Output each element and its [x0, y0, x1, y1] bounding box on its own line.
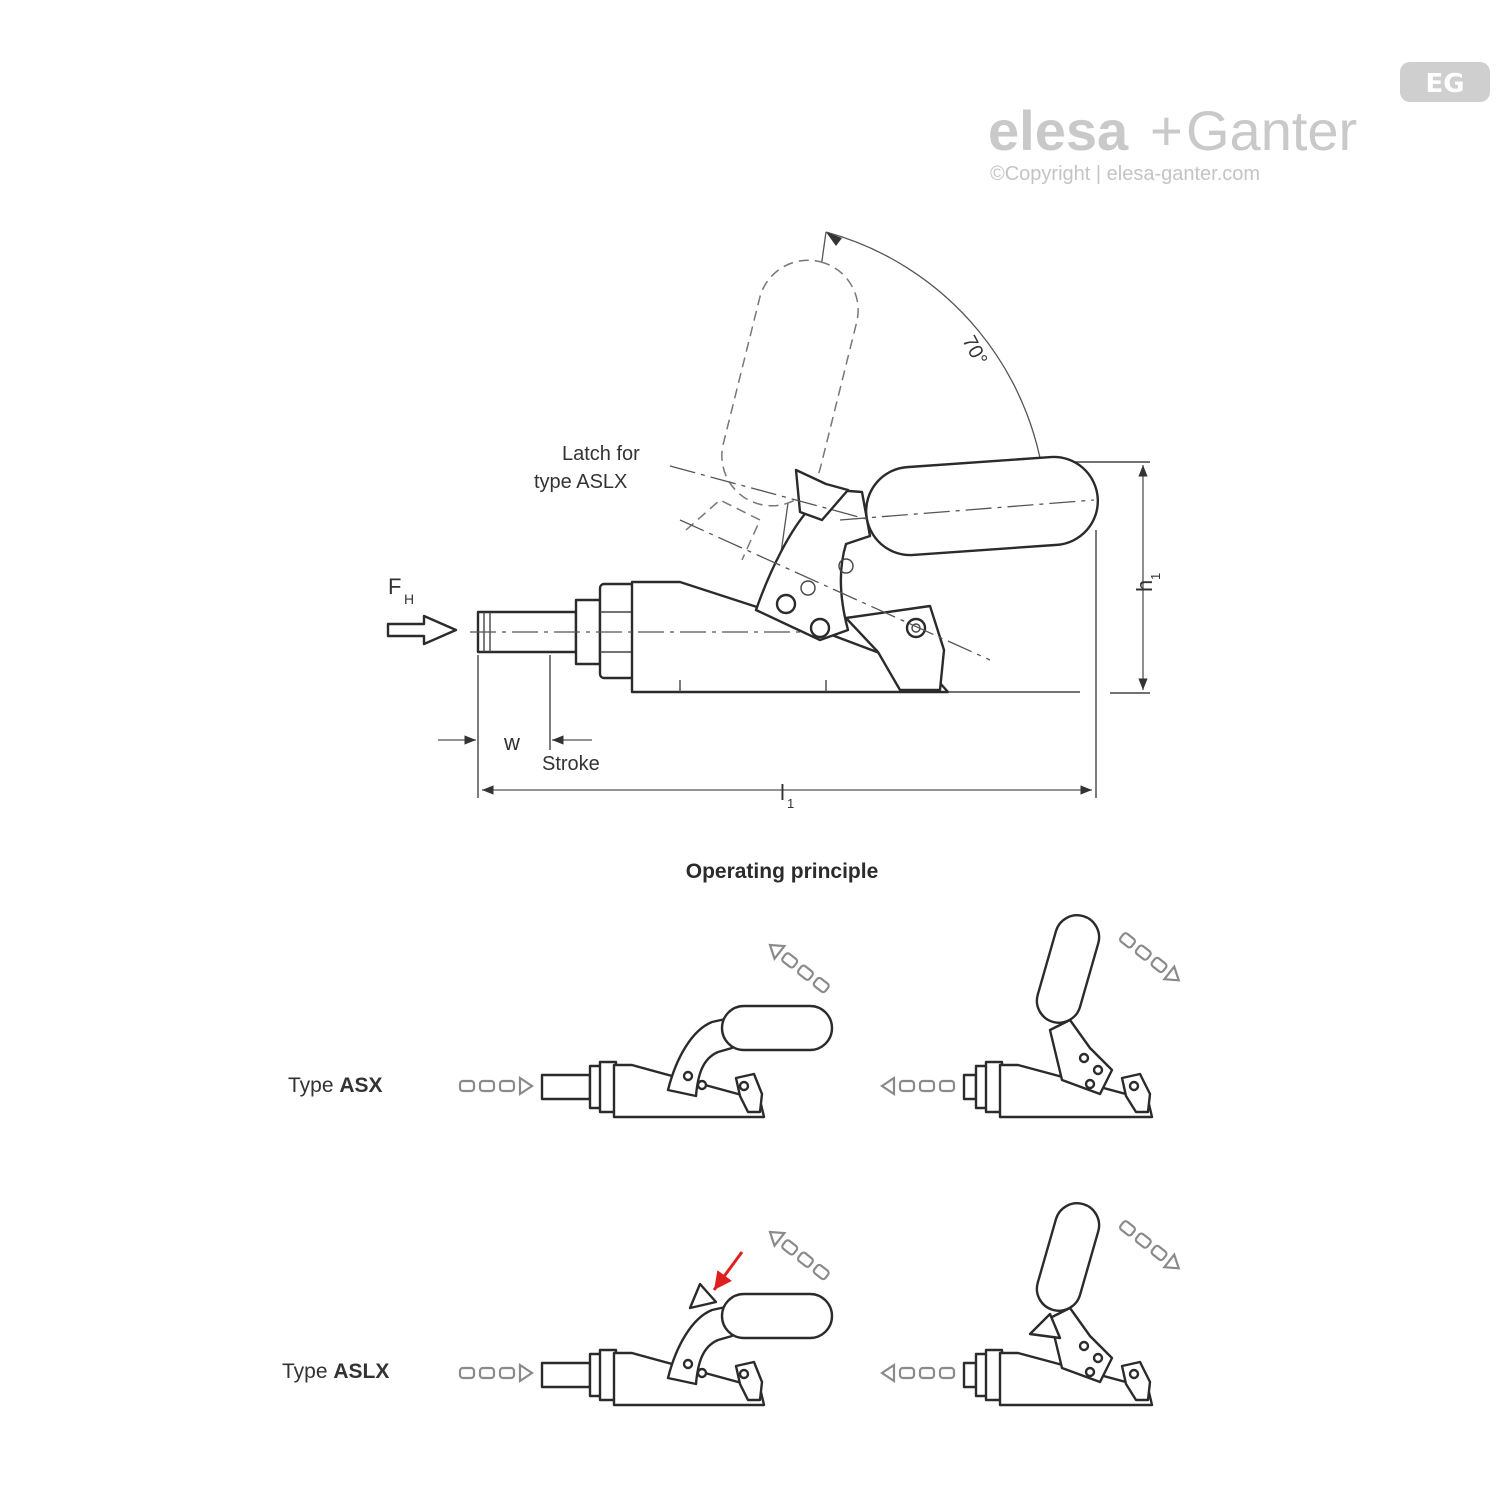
force-arrow: [386, 614, 458, 646]
operating-principle-title: Operating principle: [686, 860, 879, 883]
motion-arrow-back: [880, 1363, 956, 1383]
row-type-aslx: Type ASLX: [282, 1196, 1185, 1407]
logo-brand-elesa: elesa: [988, 99, 1129, 162]
force-label: F: [388, 574, 401, 599]
logo-copyright: ©Copyright | elesa-ganter.com: [990, 163, 1260, 185]
latch-label-line2: type ASLX: [534, 471, 627, 493]
raised-handle-ghost: [685, 259, 859, 561]
eg-badge: [1400, 62, 1490, 102]
latch-label-line1: Latch for: [562, 443, 640, 465]
elesa-ganter-logo: EG elesa + Ganter ©Copyright | elesa-gan…: [988, 62, 1490, 185]
main-clamp-view: [386, 231, 1150, 798]
motion-arrow-forward: [458, 1363, 534, 1383]
latch-indicator-arrow: [712, 1251, 744, 1291]
logo-brand-ganter: Ganter: [1186, 99, 1357, 162]
row-type-asx: Type ASX: [288, 908, 1185, 1119]
handle-motion-arrow: [763, 1224, 833, 1284]
motion-arrow-back: [880, 1076, 956, 1096]
handle-motion-arrow-2: [1115, 928, 1185, 988]
row2-type-label: Type ASLX: [282, 1360, 389, 1383]
h1-subscript: 1: [1148, 573, 1163, 580]
stroke-label: Stroke: [542, 753, 600, 775]
angle-label: 70°: [958, 332, 992, 369]
clamp-aslx-open: [540, 1292, 834, 1407]
clamp-asx-open: [540, 1004, 834, 1119]
force-subscript: H: [404, 591, 414, 607]
latch: [794, 468, 850, 522]
angle-arc: [825, 231, 1047, 501]
row1-type-label: Type ASX: [288, 1074, 383, 1097]
hex-nut: [598, 582, 636, 680]
clamp-asx-raised: [962, 908, 1154, 1119]
h1-label: h: [1132, 580, 1157, 592]
l1-label: l: [780, 780, 785, 805]
latch: [1028, 1312, 1062, 1340]
eg-badge-text: EG: [1425, 69, 1464, 99]
handle-motion-arrow: [763, 937, 833, 997]
motion-arrow-forward: [458, 1076, 534, 1096]
logo-brand-plus: +: [1150, 99, 1183, 162]
w-label: w: [503, 730, 520, 755]
latch: [688, 1282, 718, 1310]
clamp-handle: [864, 455, 1100, 557]
l1-subscript: 1: [787, 796, 794, 811]
clamp-aslx-raised: [962, 1196, 1154, 1407]
handle-motion-arrow-2: [1115, 1216, 1185, 1276]
